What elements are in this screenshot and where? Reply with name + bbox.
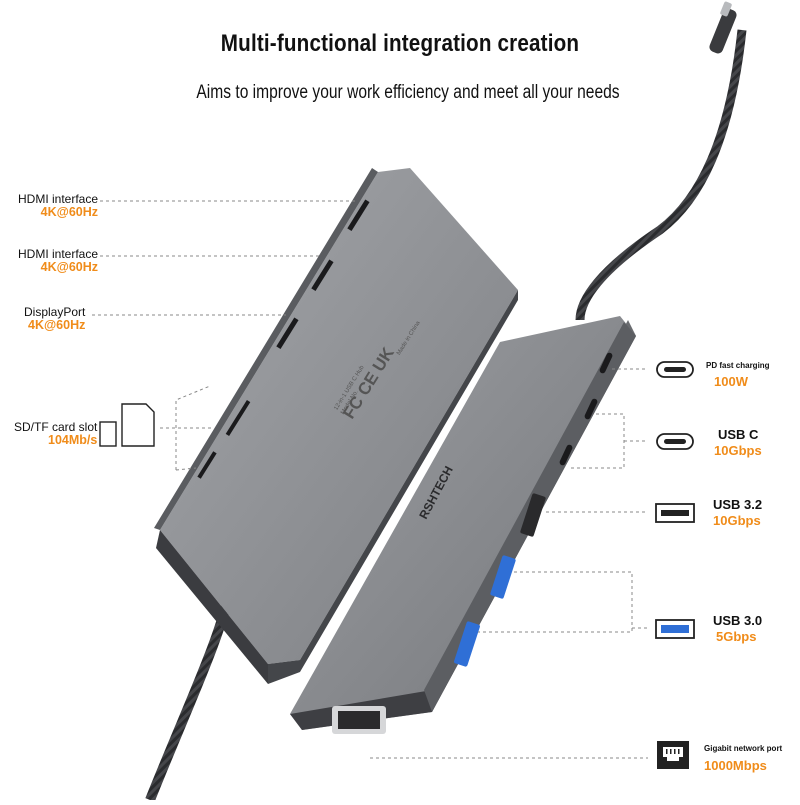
usb-30-label: USB 3.0 5Gbps: [713, 613, 763, 644]
pd-charging-label: PD fast charging 100W: [706, 361, 770, 389]
usb-a-blue-icon: [655, 619, 695, 639]
displayport-label: DisplayPort 4K@60Hz: [24, 305, 86, 332]
right-leader-lines: [370, 368, 648, 759]
gigabit-label: Gigabit network port 1000Mbps: [704, 744, 783, 773]
usb-32-label: USB 3.2 10Gbps: [713, 497, 763, 528]
usb-a-black-icon: [655, 503, 695, 523]
usb-c-plug-icon: [709, 1, 737, 54]
ethernet-port-icon: [657, 741, 689, 769]
usb-c-icon-2: [656, 433, 694, 450]
headline: Multi-functional integration creation: [220, 30, 580, 57]
subheadline: Aims to improve your work efficiency and…: [196, 82, 620, 103]
usb-c-cable: [575, 29, 747, 321]
sd-tf-label: SD/TF card slot 104Mb/s: [14, 420, 98, 447]
left-leader-lines: [92, 200, 356, 471]
hub-right-unit: RSHTECH: [290, 316, 636, 734]
hdmi-label-2: HDMI interface 4K@60Hz: [18, 247, 99, 274]
hub-left-unit: FC CE UK 12-in-1 USB C Hub Model No. Mad…: [154, 168, 518, 684]
usb-c-label: USB C 10Gbps: [714, 427, 762, 458]
usb-c-icon: [656, 361, 694, 378]
sd-card-icon: [99, 403, 155, 447]
hdmi-label-1: HDMI interface 4K@60Hz: [18, 192, 99, 219]
